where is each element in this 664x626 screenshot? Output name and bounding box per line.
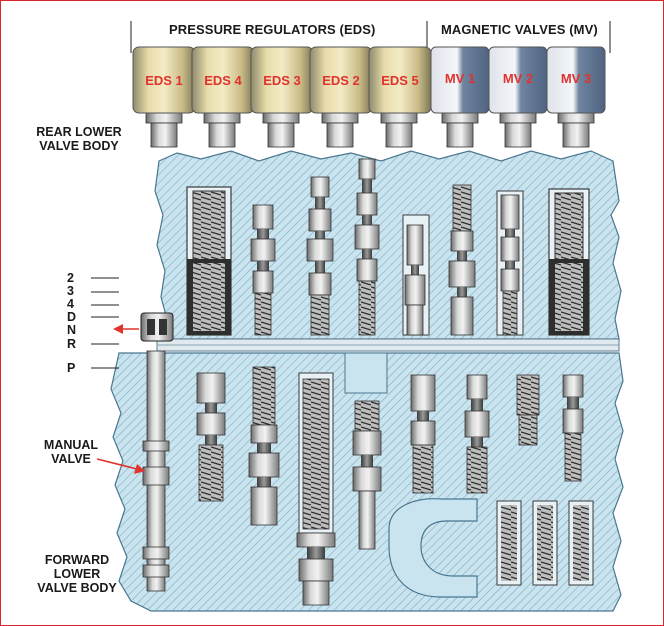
position-2: 2 (67, 271, 74, 285)
eds-3-label: EDS 3 (263, 73, 301, 88)
mv-1-label: MV 1 (444, 71, 476, 86)
mv-solenoids (430, 46, 606, 114)
mv-3-body (546, 46, 606, 114)
position-lines (91, 277, 119, 369)
eds-4-label: EDS 4 (204, 73, 242, 88)
manual-label-line-2: VALVE (51, 452, 91, 466)
solenoid-stems (145, 110, 595, 148)
position-r: R (67, 337, 77, 351)
lower-valves (140, 312, 594, 606)
position-4: 4 (67, 297, 74, 311)
position-p: P (67, 361, 76, 375)
manual-label-line-1: MANUAL (43, 438, 99, 452)
position-n: N (67, 323, 77, 337)
red-arrows (96, 324, 145, 474)
manual-valve-label: MANUAL VALVE (31, 438, 111, 466)
rear-label-line-1: REAR LOWER (36, 125, 122, 139)
mv-2-label: MV 2 (502, 71, 534, 86)
position-3: 3 (67, 284, 74, 298)
eds-1-label: EDS 1 (145, 73, 183, 88)
forward-label-line-1: FORWARD (44, 553, 110, 567)
rear-lower-valve-body-label: REAR LOWER VALVE BODY (29, 125, 129, 153)
forward-label-line-3: VALVE BODY (37, 581, 117, 595)
mv-3-label: MV 3 (560, 71, 592, 86)
forward-label-line-2: LOWER (53, 567, 101, 581)
eds-header: PRESSURE REGULATORS (EDS) (169, 22, 376, 37)
position-d: D (67, 310, 77, 324)
mv-header: MAGNETIC VALVES (MV) (441, 22, 598, 37)
upper-valves (186, 158, 590, 336)
eds-5-label: EDS 5 (381, 73, 419, 88)
rear-label-line-2: VALVE BODY (39, 139, 119, 153)
forward-lower-valve-body-label: FORWARD LOWER VALVE BODY (23, 553, 131, 595)
eds-solenoids (132, 46, 432, 114)
eds-2-label: EDS 2 (322, 73, 360, 88)
